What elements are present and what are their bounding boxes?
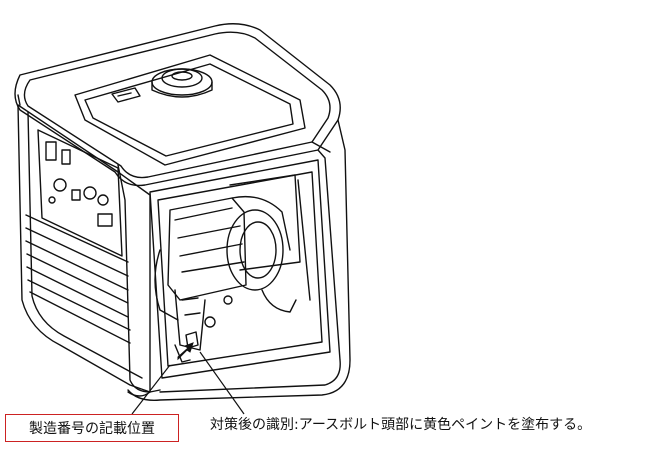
countermeasure-label: 対策後の識別:アースボルト頭部に黄色ペイントを塗布する。 <box>210 417 592 433</box>
top-cover <box>74 54 306 166</box>
earth-bolt <box>185 331 199 349</box>
frame-top <box>14 23 341 187</box>
serial-number-location-label: 製造番号の記載位置 <box>5 414 179 442</box>
control-panel <box>37 129 123 257</box>
leader-serial <box>131 364 171 415</box>
arrow-marker <box>177 342 194 361</box>
frame-front-post <box>117 164 161 393</box>
leader-measure <box>199 351 245 415</box>
fuel-cap <box>151 68 213 96</box>
engine-bay <box>149 159 331 379</box>
left-side-panel <box>17 104 151 393</box>
